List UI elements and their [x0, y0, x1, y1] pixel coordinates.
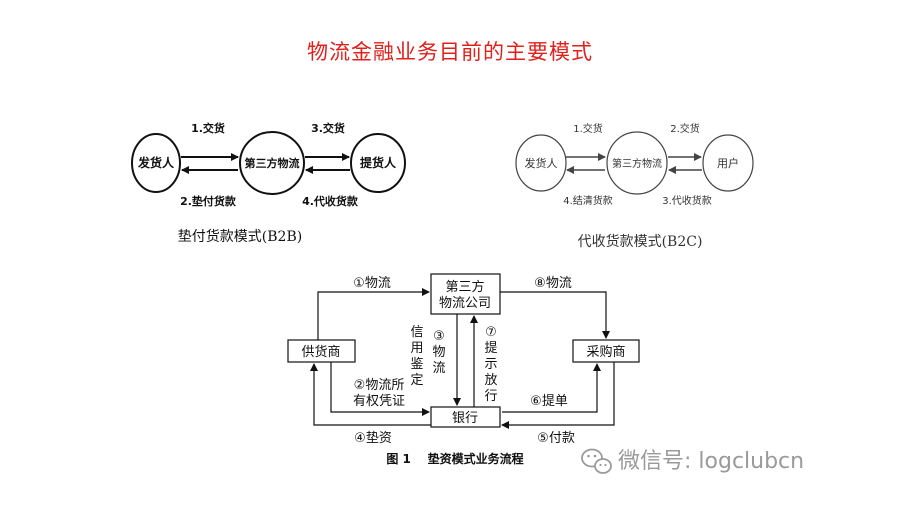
- flow-arrow-2: [330, 362, 430, 416]
- page-title: 物流金融业务目前的主要模式: [307, 40, 593, 64]
- b2c-arrow-2-label: 2.交货: [670, 122, 700, 135]
- wechat-icon: [581, 448, 612, 474]
- flow-step8-label: ⑧物流: [534, 276, 572, 291]
- b2c-node-logistics-label: 第三方物流: [612, 157, 662, 170]
- watermark: 微信号: logclubcn: [581, 448, 804, 474]
- b2c-node-user-label: 用户: [717, 156, 739, 170]
- b2b-node-shipper-label: 发货人: [137, 155, 175, 170]
- watermark-text: 微信号: logclubcn: [618, 449, 804, 474]
- box-supplier-label: 供货商: [301, 344, 340, 360]
- b2b-node-shipper: [131, 133, 181, 193]
- step7-num: ⑦: [485, 325, 497, 340]
- credit-char-3: 鉴: [410, 357, 423, 372]
- figure-caption: 图 1 垫资模式业务流程: [386, 451, 523, 466]
- b2b-arrow-3-label: 3.交货: [311, 121, 345, 135]
- box-supplier: [287, 339, 356, 363]
- b2b-node-logistics: [239, 131, 305, 195]
- box-logistics-line1: 第三方: [445, 279, 484, 295]
- b2c-diagram: 发货人 第三方物流 用户 1.交货 2.交货 4.结清货款 3.代收货款 代收货…: [515, 122, 754, 250]
- b2b-arrow-4-label: 4.代收货款: [302, 194, 359, 208]
- b2c-node-shipper: [515, 134, 567, 192]
- box-bank-label: 银行: [452, 411, 478, 426]
- flow-arrow-4: [310, 363, 431, 426]
- flow-diagram: 第三方 物流公司 供货商 采购商 银行 ①物流 ⑧物流 ②物流所 有权凭证 ④垫…: [287, 273, 640, 466]
- b2b-node-receiver-label: 提货人: [360, 155, 397, 170]
- credit-char-2: 用: [410, 341, 423, 356]
- credit-char-4: 定: [410, 373, 423, 388]
- flow-step6-label: ⑥提单: [530, 393, 568, 409]
- step7-char-3: 放: [484, 373, 497, 388]
- flow-step4-label: ④垫资: [354, 430, 392, 446]
- b2c-node-logistics: [606, 131, 668, 195]
- step3-char-1: 物: [432, 345, 445, 360]
- flow-arrow-6: [502, 363, 601, 413]
- flow-step2-label-line1: ②物流所: [354, 378, 405, 393]
- b2b-diagram: 发货人 第三方物流 提货人 1.交货 2.垫付货款 3.交货 4.代收货款 垫付…: [131, 121, 406, 245]
- b2b-node-receiver: [350, 133, 406, 193]
- b2b-caption: 垫付货款模式(B2B): [178, 228, 302, 245]
- flow-step5-label: ⑤付款: [537, 431, 575, 446]
- step7-char-1: 提: [484, 340, 497, 356]
- box-logistics-line2: 物流公司: [439, 296, 491, 311]
- flow-arrow-8: [500, 291, 610, 339]
- box-bank: [430, 406, 501, 428]
- step3-char-2: 流: [432, 361, 445, 376]
- flow-arrow-1: [317, 288, 430, 340]
- b2c-arrow-4-label: 4.结清货款: [563, 194, 613, 207]
- box-buyer: [572, 339, 640, 363]
- box-logistics-company: [430, 273, 501, 315]
- credit-char-1: 信: [410, 325, 423, 340]
- box-buyer-label: 采购商: [586, 344, 625, 360]
- b2c-caption: 代收货款模式(B2C): [578, 233, 703, 250]
- b2c-arrow-3-label: 3.代收货款: [662, 194, 712, 207]
- step7-char-2: 示: [484, 357, 497, 372]
- b2c-arrow-1-label: 1.交货: [573, 122, 603, 135]
- flow-arrow-5: [501, 362, 615, 429]
- b2b-node-logistics-label: 第三方物流: [245, 156, 300, 170]
- b2b-arrow-1-label: 1.交货: [191, 121, 225, 135]
- b2c-node-user: [702, 134, 754, 192]
- flow-step2-label-line2: 有权凭证: [353, 393, 405, 409]
- flow-step1-label: ①物流: [353, 276, 391, 291]
- b2b-arrow-2-label: 2.垫付货款: [180, 194, 237, 208]
- step3-num: ③: [433, 329, 445, 344]
- b2c-node-shipper-label: 发货人: [525, 156, 558, 170]
- step7-char-4: 行: [484, 389, 497, 404]
